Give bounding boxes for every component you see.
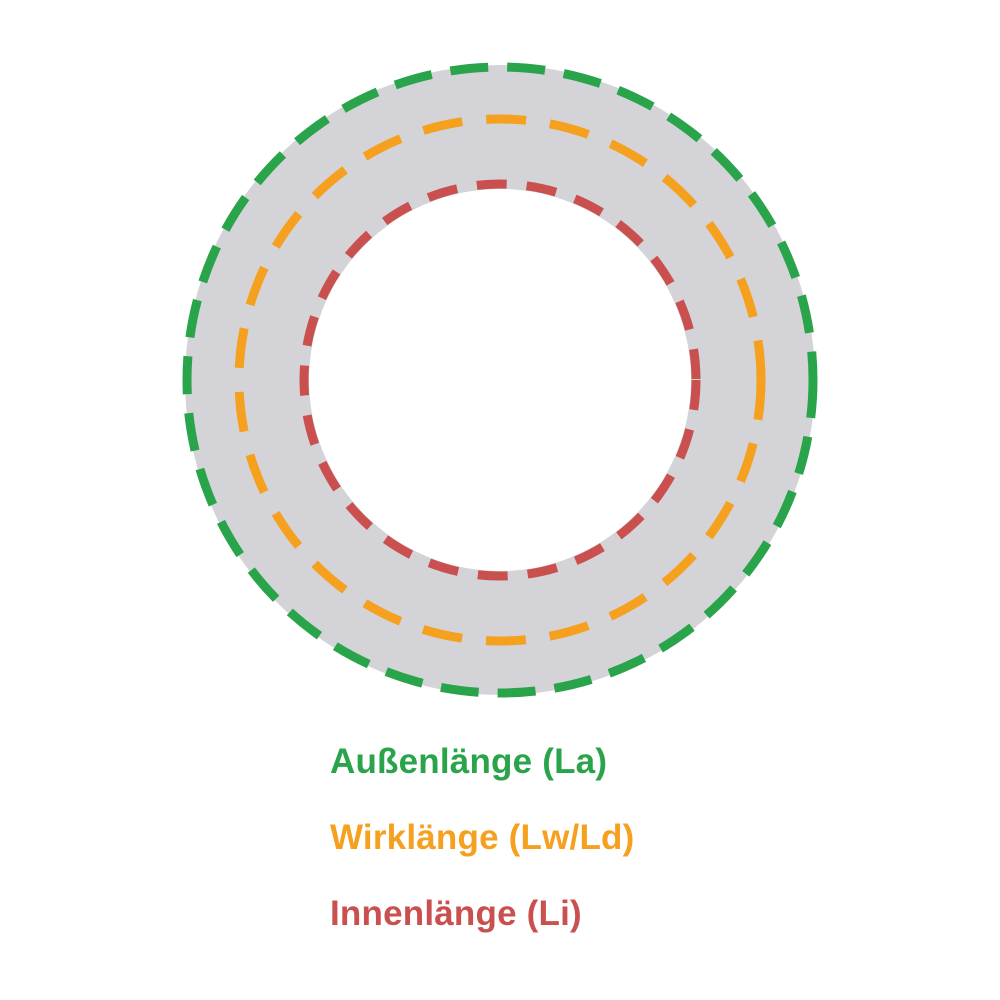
belt-ring-graphic bbox=[182, 62, 818, 698]
inner-length-circle bbox=[299, 179, 701, 581]
legend-inner-length: Innenlänge (Li) bbox=[330, 894, 582, 933]
legend-outer-length: Außenlänge (La) bbox=[330, 742, 608, 781]
effective-length-circle bbox=[234, 114, 766, 646]
legend: Außenlänge (La) Wirklänge (Lw/Ld) Innenl… bbox=[330, 740, 634, 935]
belt-body-ring bbox=[185, 65, 815, 695]
legend-effective-length: Wirklänge (Lw/Ld) bbox=[330, 818, 635, 857]
outer-length-circle bbox=[182, 62, 818, 698]
